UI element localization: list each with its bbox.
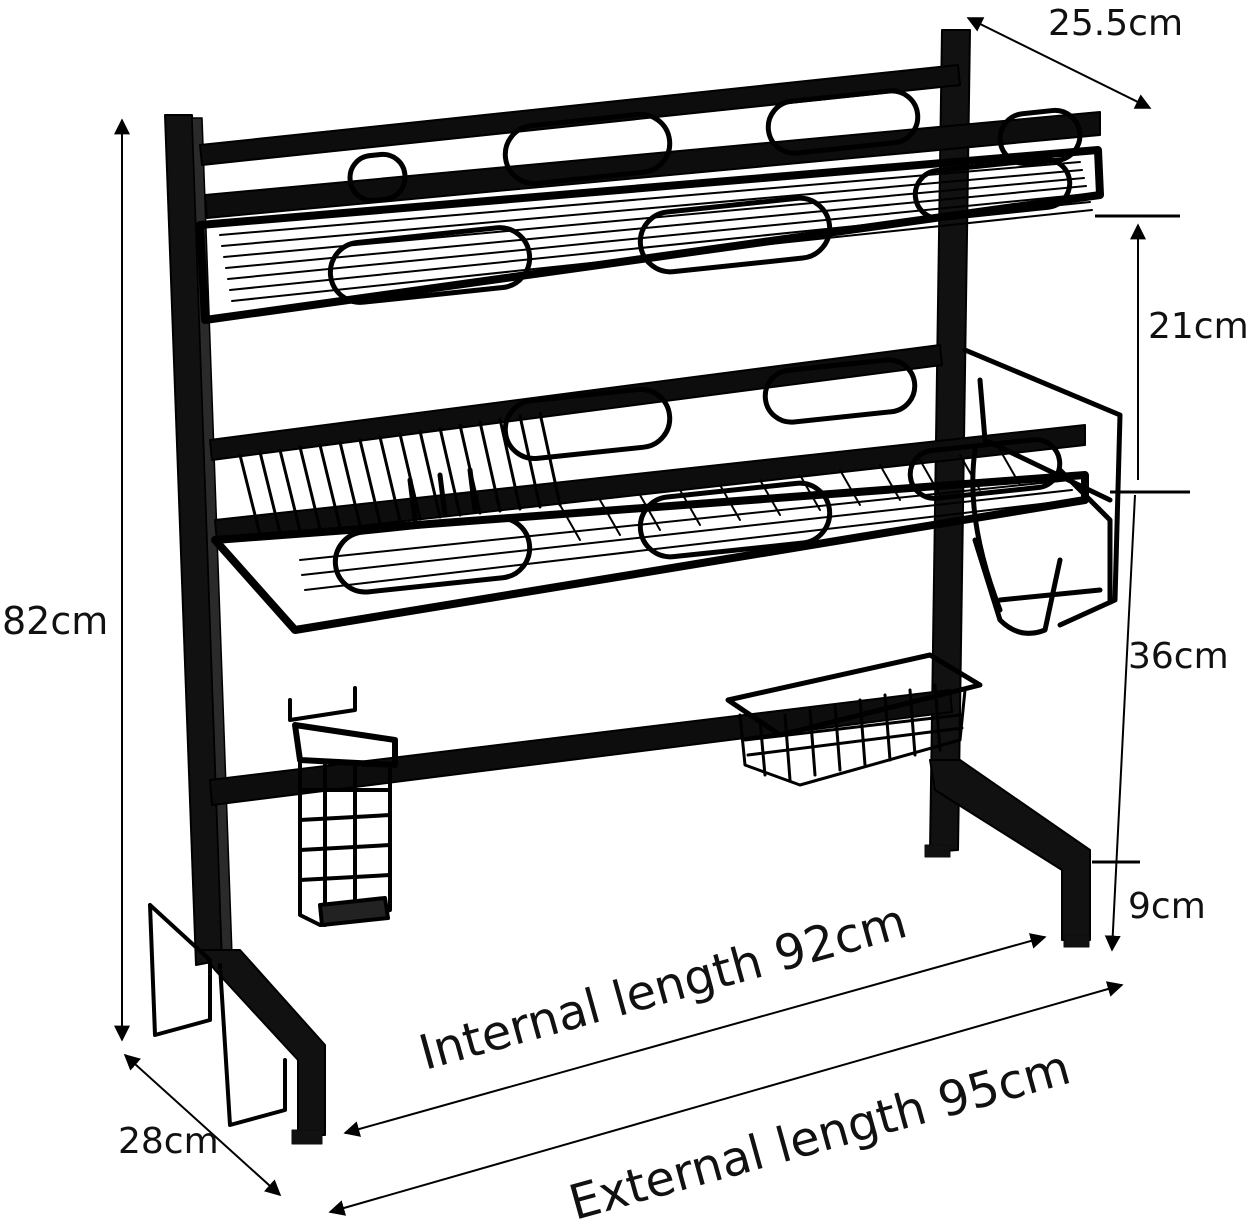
bottom-crossbar (209, 689, 953, 806)
arrow-depth-top (966, 17, 1152, 109)
rack-frame (148, 29, 1123, 1145)
label-foot-height: 9cm (1128, 886, 1206, 927)
utensil-holder (288, 686, 398, 927)
middle-shelf (209, 344, 1089, 634)
dimension-lines (114, 17, 1190, 1216)
label-depth-top: 25.5cm (1048, 3, 1183, 44)
label-external-length: External length 95cm (563, 1039, 1076, 1230)
arrow-external-length (328, 981, 1124, 1216)
label-base-depth: 28cm (118, 1121, 219, 1162)
label-total-height: 82cm (2, 599, 108, 643)
arrow-shelf-gap-middle (1104, 494, 1136, 952)
arrow-base-depth (123, 1053, 282, 1197)
hanging-basket (725, 652, 983, 787)
left-leg (199, 949, 326, 1145)
top-shelf (196, 64, 1104, 324)
label-internal-length: Internal length 92cm (413, 893, 912, 1081)
side-board-holder (962, 347, 1123, 636)
label-shelf-gap-top: 21cm (1148, 306, 1249, 347)
right-leg (924, 759, 1091, 948)
label-shelf-gap-middle: 36cm (1128, 636, 1229, 677)
